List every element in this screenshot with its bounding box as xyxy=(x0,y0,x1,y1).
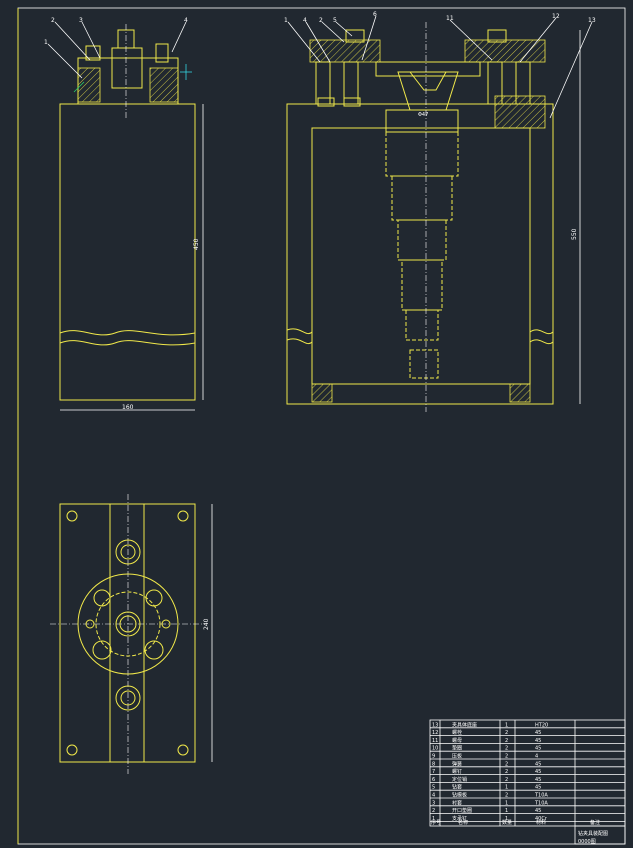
shaft-dia-dim: Φ47 xyxy=(418,112,428,118)
plan-height-dim: 240 xyxy=(203,618,210,630)
parts-row-no: 5 xyxy=(432,785,435,791)
parts-row-qty: 2 xyxy=(505,793,508,799)
parts-row-no: 9 xyxy=(432,754,435,760)
left-height-dim: 450 xyxy=(193,238,200,250)
parts-row-qty: 2 xyxy=(505,777,508,783)
front-callout-6: 6 xyxy=(373,11,377,18)
front-view: Φ47 1 4 2 5 6 11 12 13 550 xyxy=(284,11,596,412)
parts-row-name: 垫圈 xyxy=(452,745,462,752)
parts-row-name: 开口垫圈 xyxy=(452,807,472,814)
parts-row-name: 压板 xyxy=(452,753,462,760)
parts-row-no: 6 xyxy=(432,777,435,783)
parts-row-no: 1 xyxy=(432,816,435,822)
parts-row-qty: 2 xyxy=(505,738,508,744)
left-callout-2: 2 xyxy=(51,17,55,24)
left-view: 1 2 3 4 450 160 xyxy=(44,17,204,411)
parts-row-material: 45 xyxy=(535,746,541,752)
parts-row-material: 4 xyxy=(535,754,538,760)
parts-row-qty: 1 xyxy=(505,808,508,814)
parts-row-qty: 1 xyxy=(505,785,508,791)
parts-row-no: 2 xyxy=(432,808,435,814)
plan-view: 240 xyxy=(50,494,213,774)
front-callout-4: 4 xyxy=(303,17,307,24)
left-callout-4: 4 xyxy=(184,17,188,24)
left-callout-3: 3 xyxy=(79,17,83,24)
parts-row-qty: 1 xyxy=(505,800,508,806)
parts-row-qty: 2 xyxy=(505,754,508,760)
left-callout-1: 1 xyxy=(44,39,48,46)
parts-row-no: 12 xyxy=(432,730,438,736)
parts-row-name: 钻套 xyxy=(452,784,462,791)
front-callout-5: 5 xyxy=(333,17,337,24)
front-callout-11: 11 xyxy=(446,15,454,22)
parts-row-qty: 2 xyxy=(505,761,508,767)
parts-row-material: 45 xyxy=(535,761,541,767)
parts-row-material: 45 xyxy=(535,769,541,775)
front-callout-12: 12 xyxy=(552,13,560,20)
parts-row-qty: 2 xyxy=(505,746,508,752)
parts-row-qty: 1 xyxy=(505,722,508,728)
left-body xyxy=(59,103,196,401)
parts-row-no: 7 xyxy=(432,769,435,775)
parts-row-no: 13 xyxy=(432,722,438,728)
parts-row-name: 钻模板 xyxy=(452,792,467,799)
parts-row-no: 10 xyxy=(432,746,438,752)
parts-header-qty: 数量 xyxy=(502,819,512,826)
front-callout-2: 2 xyxy=(319,17,323,24)
title-block-name: 钻夹具装配图 xyxy=(578,830,608,837)
left-width-dim: 160 xyxy=(122,404,134,411)
parts-header-remark: 备注 xyxy=(590,819,600,826)
parts-row-name: 夹具体底座 xyxy=(452,721,477,728)
parts-header-no: 序号 xyxy=(431,819,441,826)
parts-row-material: 45 xyxy=(535,808,541,814)
parts-row-no: 11 xyxy=(432,738,438,744)
front-callout-1: 1 xyxy=(284,17,288,24)
parts-row-material: HT20 xyxy=(535,722,548,728)
parts-row-material: 45 xyxy=(535,777,541,783)
front-callout-13: 13 xyxy=(588,17,596,24)
parts-row-qty: 2 xyxy=(505,769,508,775)
parts-row-material: 45 xyxy=(535,738,541,744)
parts-row-name: 螺钉 xyxy=(452,768,462,775)
parts-row-name: 定位销 xyxy=(452,776,467,783)
front-height-dim: 550 xyxy=(571,228,578,240)
parts-row-name: 螺栓 xyxy=(452,729,462,736)
parts-row-name: 衬套 xyxy=(452,799,462,806)
frame-outer xyxy=(286,103,554,405)
parts-row-material: 45 xyxy=(535,730,541,736)
parts-row-name: 弹簧 xyxy=(452,760,462,767)
parts-row-qty: 2 xyxy=(505,730,508,736)
parts-row-material: T10A xyxy=(534,800,548,806)
parts-row-name: 螺母 xyxy=(452,737,462,744)
parts-header-name: 名称 xyxy=(458,819,468,826)
parts-row-no: 8 xyxy=(432,761,435,767)
parts-row-name: 支承钉 xyxy=(452,815,467,822)
parts-row-material: 45 xyxy=(535,785,541,791)
parts-row-material: 40Cr xyxy=(535,816,548,822)
parts-row-no: 3 xyxy=(432,800,435,806)
parts-header-material: 材料 xyxy=(536,819,546,826)
parts-row-qty: 1 xyxy=(505,816,508,822)
parts-row-material: T10A xyxy=(534,793,548,799)
plan-base xyxy=(59,503,196,763)
sheet-border xyxy=(17,7,626,845)
title-block-number: 0000图 xyxy=(578,839,596,845)
parts-row-no: 4 xyxy=(432,793,435,799)
